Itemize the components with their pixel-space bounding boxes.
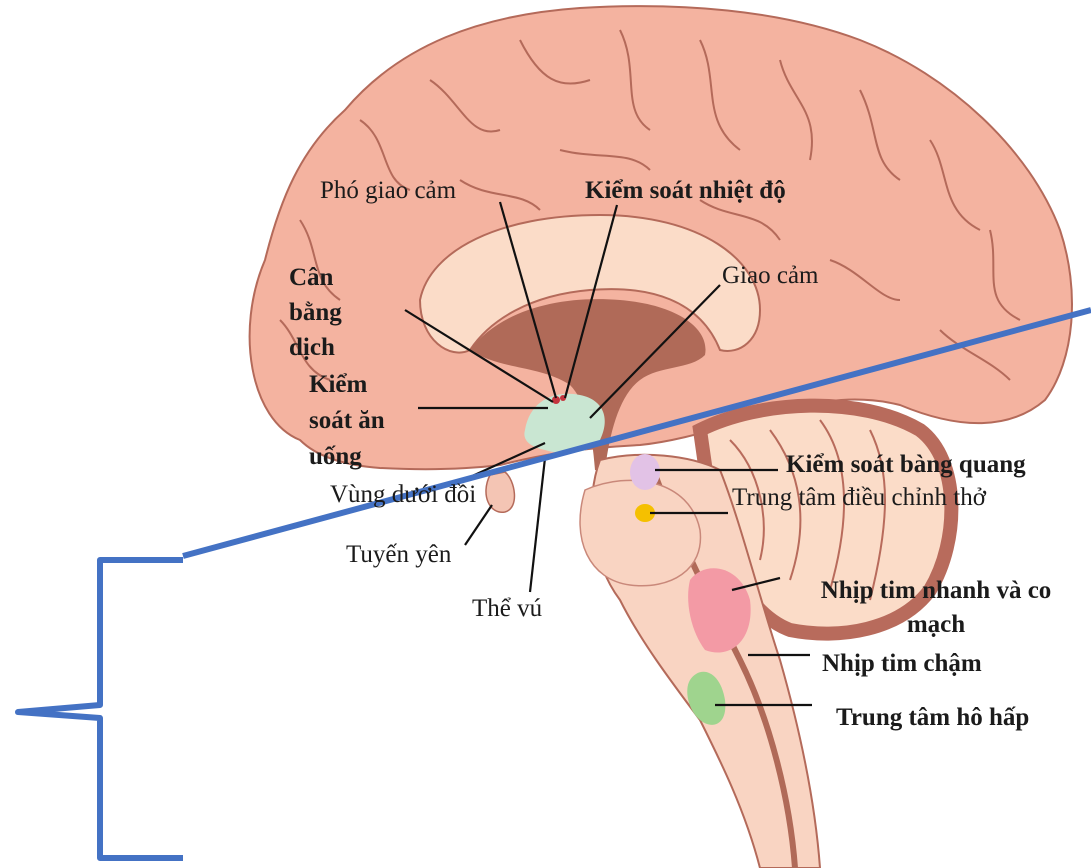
label-tuyen-yen: Tuyến yên bbox=[346, 542, 451, 567]
label-mach: mạch bbox=[786, 612, 1086, 637]
label-vung-duoi-doi: Vùng dưới đồi bbox=[330, 482, 476, 507]
label-giao-cam: Giao cảm bbox=[722, 263, 818, 288]
label-trung-tam-dieu-chinh-tho: Trung tâm điều chỉnh thở bbox=[732, 485, 986, 510]
label-bang: bằng bbox=[289, 300, 342, 325]
label-can: Cân bbox=[289, 265, 333, 290]
label-kiem: Kiểm bbox=[309, 372, 367, 397]
label-dich: dịch bbox=[289, 335, 335, 360]
label-soat-an: soát ăn bbox=[309, 408, 385, 433]
label-nhip-tim-cham: Nhịp tim chậm bbox=[822, 651, 982, 676]
label-kiem-soat-nhiet-do: Kiểm soát nhiệt độ bbox=[585, 178, 786, 203]
label-trung-tam-ho-hap: Trung tâm hô hấp bbox=[836, 705, 1029, 730]
curly-brace bbox=[18, 560, 183, 858]
bladder-center bbox=[630, 454, 660, 490]
label-pho-giao-cam: Phó giao cảm bbox=[320, 178, 456, 203]
label-the-vu: Thể vú bbox=[472, 596, 542, 621]
label-nhip-tim-nhanh: Nhịp tim nhanh và co bbox=[786, 578, 1086, 603]
label-kiem-soat-bang-quang: Kiểm soát bàng quang bbox=[786, 452, 1026, 477]
label-uong: uống bbox=[309, 444, 362, 469]
